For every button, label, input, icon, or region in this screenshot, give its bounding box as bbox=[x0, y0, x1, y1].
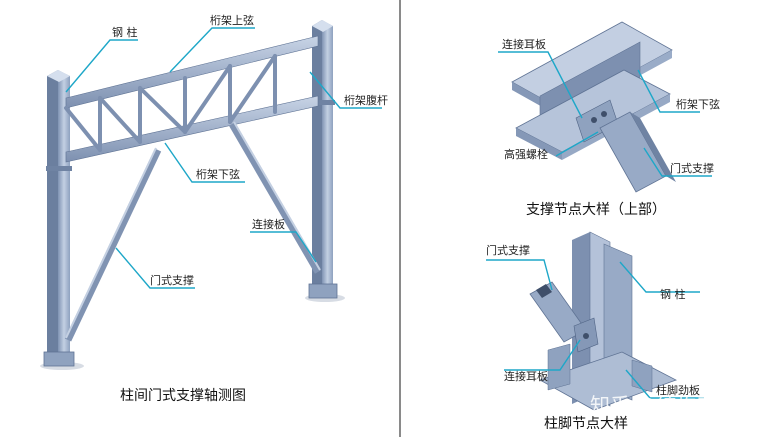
label-connection-lug-top: 连接耳板 bbox=[502, 37, 546, 51]
label-hs-bolt: 高强螺栓 bbox=[504, 147, 548, 161]
label-connection-lug-base: 连接耳板 bbox=[504, 369, 548, 383]
watermark: 知乎 @结构工程 bbox=[590, 393, 736, 417]
label-truss-bottom-chord: 桁架下弦 bbox=[196, 167, 240, 181]
upper-joint-drawing: 连接耳板 桁架下弦 高强螺栓 门式支撑 支撑节点大样（上部） bbox=[498, 21, 720, 218]
portal-frame-drawing: 钢 柱 桁架上弦 桁架腹杆 桁架下弦 连接板 门式支撑 柱间门式支撑轴测图 bbox=[40, 13, 388, 404]
label-column: 钢 柱 bbox=[112, 25, 138, 39]
portal-braces bbox=[64, 122, 322, 342]
caption-right-top: 支撑节点大样（上部） bbox=[526, 202, 666, 218]
label-portal-brace-base: 门式支撑 bbox=[486, 243, 530, 257]
label-portal-brace: 门式支撑 bbox=[150, 273, 194, 287]
base-joint-drawing: 门式支撑 钢 柱 连接耳板 柱脚劲板 柱脚节点大样 bbox=[486, 231, 704, 432]
base-joint-leaders bbox=[486, 259, 704, 399]
label-portal-brace-top: 门式支撑 bbox=[670, 161, 714, 175]
label-truss-bottom-chord-top: 桁架下弦 bbox=[676, 97, 720, 111]
truss-top-chord bbox=[65, 35, 319, 109]
label-truss-web: 桁架腹杆 bbox=[344, 93, 388, 107]
truss-webs bbox=[64, 54, 277, 152]
label-base-stiffener: 柱脚劲板 bbox=[656, 383, 700, 397]
caption-right-bottom: 柱脚节点大样 bbox=[544, 416, 628, 432]
right-column bbox=[308, 20, 338, 299]
truss-bottom-chord bbox=[65, 95, 319, 163]
label-truss-top-chord: 桁架上弦 bbox=[210, 13, 254, 27]
left-leaders bbox=[65, 27, 382, 289]
caption-left: 柱间门式支撑轴测图 bbox=[120, 388, 246, 404]
label-connection-plate: 连接板 bbox=[252, 217, 285, 231]
left-column bbox=[43, 70, 75, 367]
upper-joint-leaders bbox=[498, 51, 712, 177]
label-column-base: 钢 柱 bbox=[660, 287, 686, 301]
